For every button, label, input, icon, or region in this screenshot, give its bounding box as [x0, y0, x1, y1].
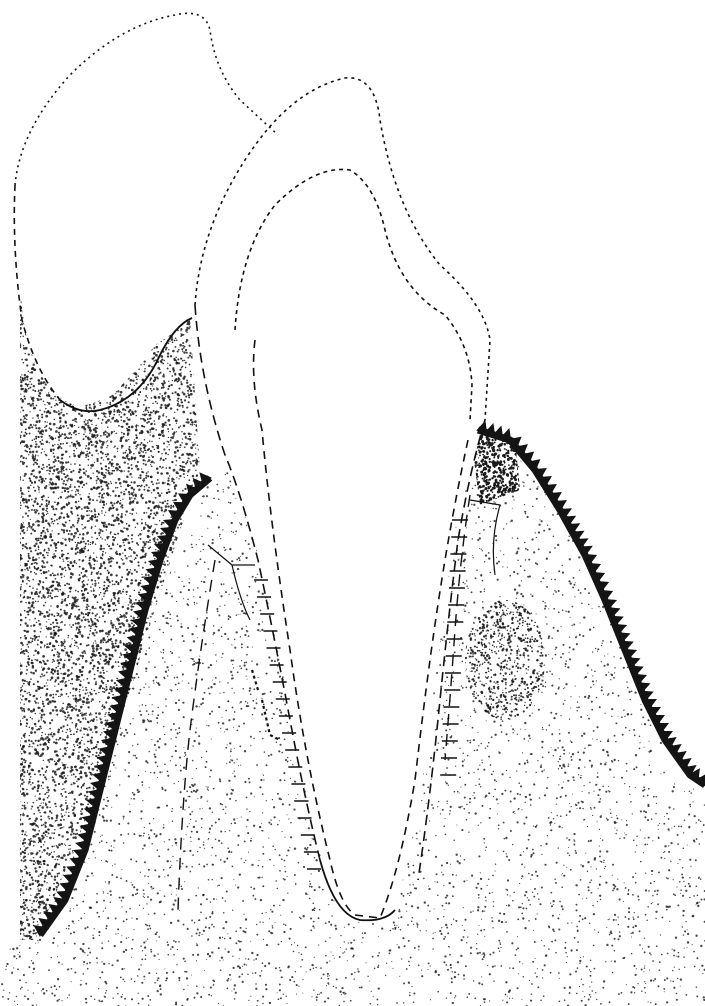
right-cervical-lines	[470, 500, 500, 575]
left-gum-stipple	[14, 299, 211, 951]
lesion-stipple	[459, 589, 550, 731]
left-bone-crest-line	[178, 560, 215, 910]
center-lesion-marks	[252, 670, 280, 740]
left-cervical-lines	[208, 545, 255, 620]
gum-border-line	[40, 478, 210, 935]
center-tooth-mask	[195, 78, 490, 920]
